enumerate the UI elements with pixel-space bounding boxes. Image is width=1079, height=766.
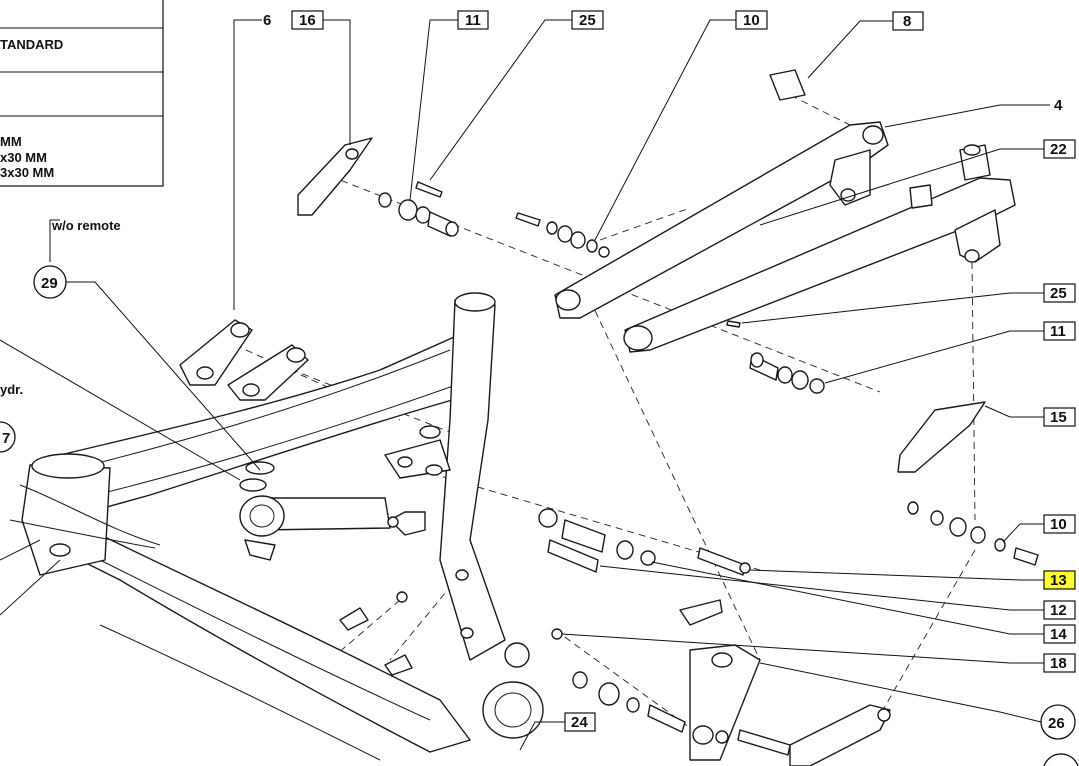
main-frame xyxy=(0,292,544,761)
svg-text:15: 15 xyxy=(1050,409,1067,426)
svg-text:22: 22 xyxy=(1050,141,1067,158)
svg-text:24: 24 xyxy=(571,714,588,731)
svg-text:10: 10 xyxy=(1050,516,1067,533)
svg-text:25: 25 xyxy=(1050,285,1067,302)
svg-text:11: 11 xyxy=(1050,323,1066,340)
spec-row-3b: x30 MM xyxy=(0,150,47,165)
spec-table: TANDARD MM x30 MM 3x30 MM xyxy=(0,0,164,187)
svg-text:25: 25 xyxy=(579,12,596,29)
svg-text:11: 11 xyxy=(465,12,481,29)
note-remote: w/o remote xyxy=(51,218,121,233)
hardware-stack-lower xyxy=(339,591,891,766)
hardware-stack-stay xyxy=(515,212,610,258)
svg-text:12: 12 xyxy=(1050,602,1067,619)
callout-6: 6 xyxy=(263,12,271,29)
callout-16: 16 xyxy=(291,10,324,30)
callout-8: 8 xyxy=(892,11,924,31)
svg-text:7: 7 xyxy=(2,430,10,447)
hardware-stack-right xyxy=(907,501,1039,566)
svg-text:29: 29 xyxy=(41,275,58,292)
svg-text:18: 18 xyxy=(1050,655,1067,672)
callout-11-top: 11 xyxy=(457,10,489,30)
callout-12: 12 xyxy=(1043,600,1076,620)
callout-10-right: 10 xyxy=(1043,514,1076,534)
svg-text:8: 8 xyxy=(903,13,911,30)
callout-10-top: 10 xyxy=(735,10,768,30)
svg-text:6: 6 xyxy=(263,12,271,29)
callout-22: 22 xyxy=(1043,139,1076,159)
spec-row-1: TANDARD xyxy=(0,37,63,52)
svg-text:13: 13 xyxy=(1050,572,1067,589)
dropout-plate xyxy=(297,137,373,216)
callout-11-right: 11 xyxy=(1043,321,1076,341)
callout-partial-bottom-right xyxy=(1043,753,1079,766)
hardware-stack-upper xyxy=(378,181,459,237)
callout-14: 14 xyxy=(1043,624,1076,644)
callout-13: 13 xyxy=(1043,570,1076,590)
spec-row-3c: 3x30 MM xyxy=(0,165,54,180)
chain-guard xyxy=(897,401,986,473)
callout-18: 18 xyxy=(1043,653,1076,673)
svg-text:10: 10 xyxy=(743,12,760,29)
note-hydr: ydr. xyxy=(0,382,23,397)
hardware-stack-main xyxy=(387,508,751,576)
link-plates xyxy=(179,319,309,401)
rear-shock xyxy=(239,461,391,561)
callout-24: 24 xyxy=(564,712,596,732)
svg-text:26: 26 xyxy=(1048,715,1065,732)
hardware-stack-chainstay xyxy=(726,320,825,394)
seat-stay xyxy=(554,69,889,319)
svg-text:4: 4 xyxy=(1054,97,1063,114)
svg-text:16: 16 xyxy=(299,12,316,29)
callout-4: 4 xyxy=(1054,97,1063,114)
callout-7: 7 xyxy=(0,421,16,453)
callout-25-top: 25 xyxy=(571,10,604,30)
spec-row-3a: MM xyxy=(0,134,22,149)
callout-26: 26 xyxy=(1040,704,1076,740)
chain-stay xyxy=(623,144,1016,353)
callout-25-right: 25 xyxy=(1043,283,1076,303)
svg-text:14: 14 xyxy=(1050,626,1067,643)
callout-29: 29 xyxy=(33,265,67,299)
leader-lines xyxy=(0,19,1050,751)
callout-15: 15 xyxy=(1043,407,1076,427)
